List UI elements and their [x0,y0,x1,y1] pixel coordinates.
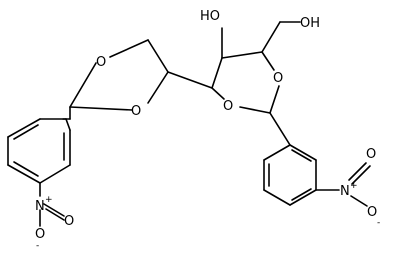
label-o-right-minus: - [377,218,380,228]
label-o-dioxolane-upper: O [96,55,106,70]
label-o-left-neg: O [35,227,45,242]
bond-ring-acetal-right [269,112,291,146]
dioxolane-ring [69,39,169,111]
label-o-left-db: O [64,214,74,229]
label-ho: HO [200,9,220,24]
label-o-right-db: O [366,147,376,162]
hashed-bond-link [167,71,213,89]
label-o-dioxane-lower: O [223,99,233,114]
right-nitrophenyl-ring [263,144,317,206]
label-n-right: N [340,184,350,199]
right-nitro-group [315,162,371,207]
label-oh: OH [300,16,320,31]
label-n-left: N [35,199,45,214]
label-o-dioxolane-lower: O [131,104,141,119]
label-n-left-plus: + [45,195,53,205]
bond-ch2 [261,21,281,53]
label-o-left-minus: - [36,241,39,251]
dioxane-ring [211,51,280,114]
left-nitro-group [39,182,65,227]
label-o-dioxane-upper: O [273,71,283,86]
label-n-right-plus: + [350,181,358,191]
left-nitrophenyl-ring [7,118,71,184]
label-o-right-neg: O [367,205,377,220]
